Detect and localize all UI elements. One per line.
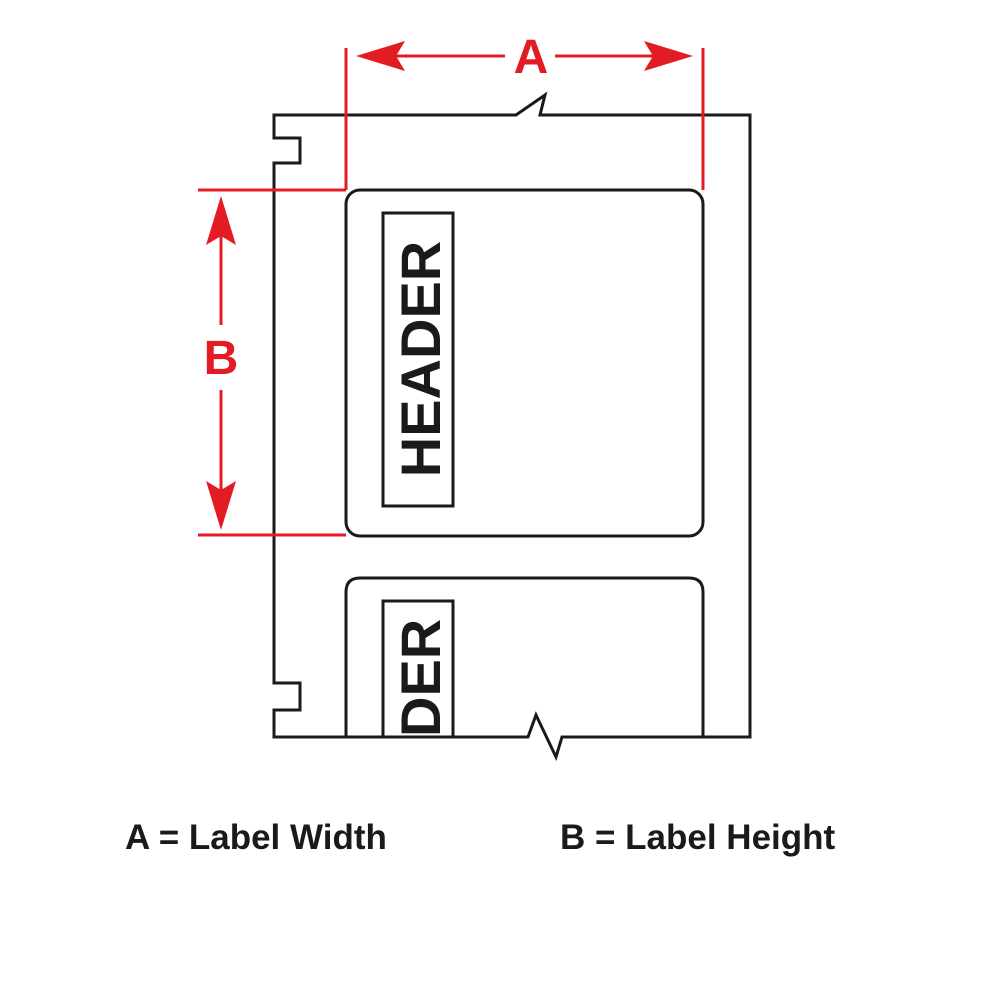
partial-header-text: DER bbox=[389, 619, 452, 737]
dimension-b: B bbox=[198, 188, 346, 537]
legend-label-height: B = Label Height bbox=[560, 818, 836, 857]
partial-header-box bbox=[381, 599, 455, 737]
liner-outline bbox=[272, 91, 752, 762]
dimension-a-marker: A bbox=[514, 31, 549, 84]
dimension-a: A bbox=[344, 31, 705, 190]
dimension-b-arrow-bottom bbox=[206, 481, 236, 530]
dimension-b-arrow-top bbox=[206, 196, 236, 245]
label-2 bbox=[344, 576, 705, 737]
dimension-b-marker: B bbox=[204, 332, 239, 385]
dimension-a-arrow-right bbox=[644, 41, 693, 71]
header-box bbox=[381, 211, 455, 508]
header-text: HEADER bbox=[389, 241, 452, 477]
dimension-a-arrow-left bbox=[356, 41, 405, 71]
legend-label-width: A = Label Width bbox=[125, 818, 387, 857]
